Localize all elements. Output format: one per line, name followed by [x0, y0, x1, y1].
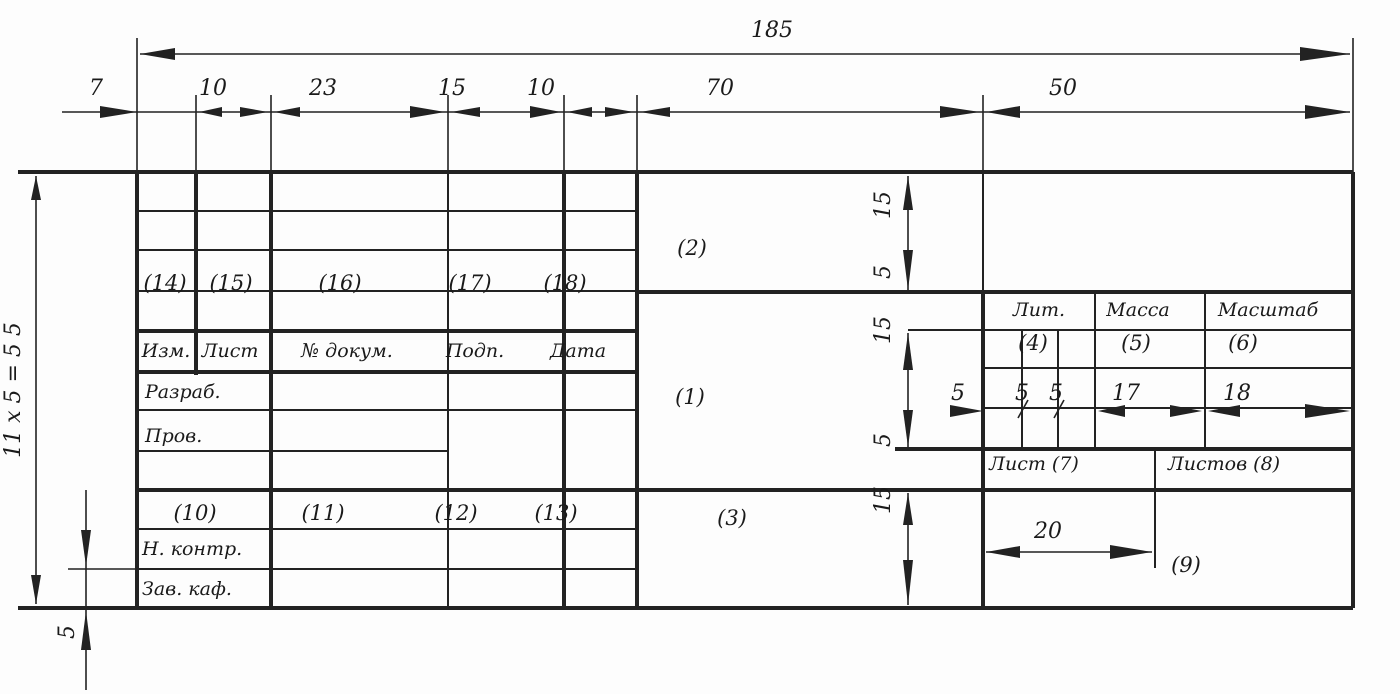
cell-14: (14)	[143, 271, 186, 295]
arrowhead	[199, 107, 222, 117]
arrowhead	[903, 333, 913, 370]
inner-dimensions: 15 5 15 5 15 5 5 5 17 18 20	[871, 176, 1350, 605]
label-list7: Лист (7)	[988, 453, 1079, 475]
cell-numbers: (14) (15) (16) (17) (18) (10) (11) (12) …	[143, 236, 1257, 577]
tick-mark	[1017, 399, 1029, 419]
arrowhead	[940, 106, 980, 118]
label-list: Лист	[201, 340, 259, 362]
top-dimensions: 185 7 10 23 15 10 70 50	[62, 18, 1354, 175]
arrowhead	[640, 107, 670, 117]
cell-6: (6)	[1228, 331, 1258, 355]
cell-2: (2)	[677, 236, 707, 260]
arrowhead	[605, 107, 634, 117]
arrowhead	[903, 493, 913, 525]
arrowhead	[1098, 405, 1125, 417]
dim-15-bot-label: 15	[871, 486, 896, 514]
cell-12: (12)	[434, 501, 477, 525]
dim-5-top-label: 5	[871, 265, 896, 279]
arrowhead	[1208, 405, 1240, 417]
dim-20-label: 20	[1033, 519, 1062, 544]
label-zavkaf: Зав. каф.	[142, 578, 232, 600]
dim-15-top-label: 15	[871, 191, 896, 219]
dim-5-mid-label: 5	[871, 433, 896, 447]
label-razrab: Разраб.	[144, 381, 221, 403]
dim-17-label: 17	[1112, 381, 1140, 406]
cell-15: (15)	[209, 271, 252, 295]
arrowhead	[451, 107, 480, 117]
arrowhead	[903, 176, 913, 210]
dim-70-label: 70	[706, 76, 734, 101]
dim-15-label: 15	[438, 76, 466, 101]
cell-5: (5)	[1121, 331, 1151, 355]
dim-10b-label: 10	[527, 76, 555, 101]
label-nkontr: Н. контр.	[141, 538, 242, 560]
dim-18-label: 18	[1223, 381, 1251, 406]
dim-5a-label: 5	[951, 381, 965, 406]
arrowhead	[240, 107, 268, 117]
dim-55-label: 11 x 5 = 5 5	[1, 322, 26, 458]
dim-185-label: 185	[751, 18, 793, 43]
label-lit: Лит.	[1012, 299, 1065, 321]
cell-10: (10)	[173, 501, 216, 525]
cell-3: (3)	[717, 506, 747, 530]
cell-18: (18)	[543, 271, 586, 295]
arrowhead	[903, 410, 913, 447]
arrowhead	[903, 560, 913, 605]
label-prov: Пров.	[144, 425, 202, 447]
cell-4: (4)	[1018, 331, 1048, 355]
arrowhead	[100, 106, 137, 118]
frame	[18, 170, 1355, 610]
label-masshtab: Масштаб	[1217, 299, 1319, 321]
arrowhead	[410, 106, 445, 118]
arrowhead	[31, 176, 41, 200]
label-dokum: № докум.	[300, 340, 393, 362]
label-data: Дата	[549, 340, 606, 362]
arrowhead	[140, 48, 175, 60]
arrowhead	[1305, 404, 1350, 418]
dim-23-label: 23	[308, 76, 337, 101]
cell-1: (1)	[675, 385, 705, 409]
tick-mark	[1053, 399, 1065, 419]
dim-5-bottom-label: 5	[55, 625, 80, 639]
arrowhead	[567, 107, 592, 117]
arrowhead	[903, 250, 913, 290]
cell-17: (17)	[448, 271, 491, 295]
label-listov8: Листов (8)	[1167, 453, 1280, 475]
cell-13: (13)	[534, 501, 577, 525]
arrowhead	[986, 106, 1020, 118]
arrowhead	[81, 611, 91, 650]
arrowhead	[274, 107, 300, 117]
dim-15-mid-label: 15	[871, 316, 896, 344]
arrowhead	[1170, 405, 1202, 417]
arrowhead	[530, 106, 561, 118]
dim-7-label: 7	[89, 76, 103, 101]
dim-5c-label: 5	[1049, 381, 1063, 406]
label-massa: Масса	[1105, 299, 1169, 321]
label-izm: Изм.	[141, 340, 191, 362]
arrowhead	[31, 575, 41, 604]
dim-5b-label: 5	[1015, 381, 1029, 406]
dim-50-label: 50	[1049, 76, 1077, 101]
arrowhead	[81, 530, 91, 566]
cell-labels: Изм. Лист № докум. Подп. Дата Разраб. Пр…	[141, 299, 1319, 600]
cell-16: (16)	[318, 271, 361, 295]
cell-11: (11)	[301, 501, 344, 525]
arrowhead	[1300, 47, 1350, 61]
arrowhead	[1110, 545, 1152, 559]
left-dimensions: 11 x 5 = 5 5 5	[1, 171, 137, 690]
dim-10-label: 10	[199, 76, 227, 101]
label-podp: Подп.	[445, 340, 504, 362]
arrowhead	[1305, 105, 1350, 119]
cell-9: (9)	[1171, 553, 1201, 577]
arrowhead	[950, 405, 983, 417]
arrowhead	[986, 546, 1020, 558]
